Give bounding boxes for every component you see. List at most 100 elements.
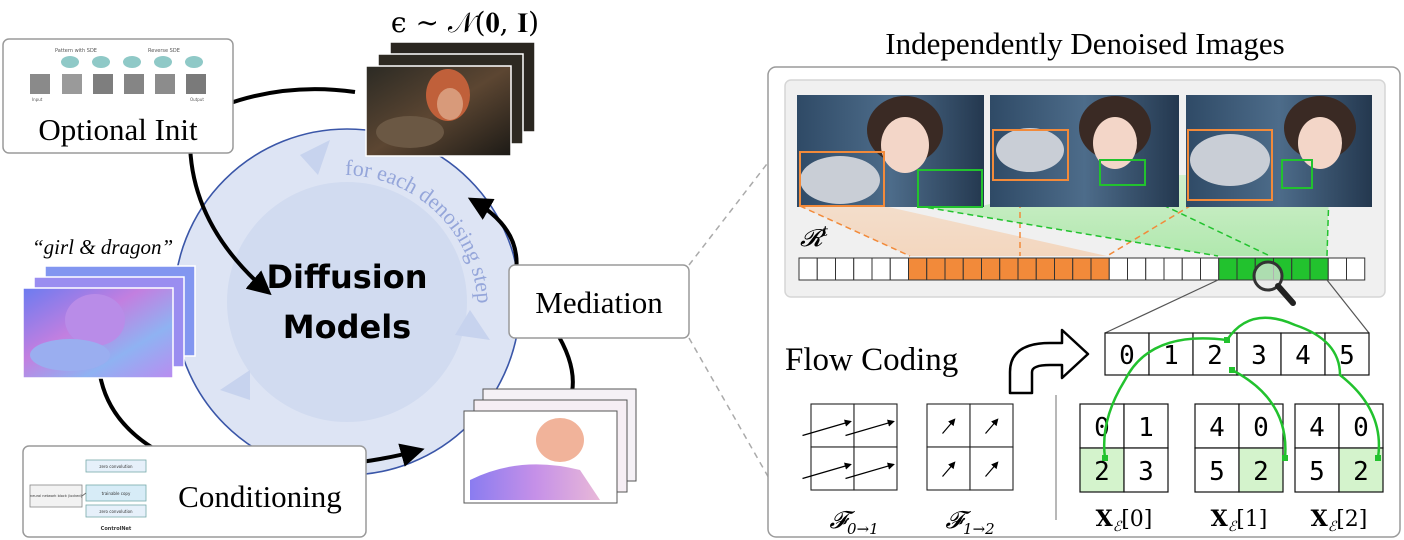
flow-vector: [942, 418, 956, 434]
token-cell: [816, 257, 836, 281]
code-cell-label: 0: [1094, 413, 1110, 443]
prompt-text: “girl & dragon”: [32, 235, 173, 259]
code-cell: [1123, 447, 1169, 493]
noise-image-stack: [365, 41, 536, 157]
flow-vector: [845, 419, 895, 437]
flow-cell: [969, 403, 1014, 448]
curved-arrow-icon: [1008, 328, 1090, 395]
diffusion-inner-ring: [227, 182, 467, 422]
token-cell: [853, 257, 873, 281]
token-cell: [981, 257, 1001, 281]
init-thumb-output-text: Output: [190, 97, 204, 102]
orange-dash: [1106, 199, 1201, 257]
top-cell-label: 4: [1295, 341, 1311, 371]
denoised-image-2: [1186, 95, 1372, 207]
flow-cell: [926, 446, 971, 491]
conditioning-label: Conditioning: [178, 479, 342, 514]
token-cell: [798, 257, 818, 281]
token-cell: [1346, 257, 1366, 281]
code-cell: [1079, 447, 1125, 493]
top-cell: [1104, 332, 1150, 376]
flow-vector: [802, 462, 852, 480]
orange-dash: [799, 205, 911, 257]
zoom-line-bottom: [688, 337, 771, 481]
loop-arrow-shape: [220, 370, 250, 400]
flow-grid: [802, 403, 898, 491]
loop-arrow-shape: [455, 310, 490, 340]
token-cell: [944, 257, 964, 281]
top-cell: [1236, 332, 1282, 376]
top-cell-label: 5: [1339, 341, 1355, 371]
diffusion-title-line1: Diffusion: [266, 258, 427, 296]
denoised-image-0: [797, 95, 984, 208]
init-arrow: [188, 139, 272, 296]
token-cell: [1309, 257, 1329, 281]
cn-zero-bottom-text: zero convolution: [99, 509, 133, 514]
normal-map-stack: [22, 265, 196, 379]
zoom-line-left: [1104, 279, 1219, 334]
token-cell: [1035, 257, 1055, 281]
token-cell: [1218, 257, 1238, 281]
flow-vector: [985, 418, 999, 434]
denoised-image-1: [990, 95, 1179, 207]
mediation-box[interactable]: Mediation: [508, 264, 690, 339]
zoom-line-top: [688, 159, 771, 266]
green-dash: [917, 205, 1219, 257]
token-cell: [1291, 257, 1311, 281]
token-cell: [926, 257, 946, 281]
token-cell: [999, 257, 1019, 281]
flow-grid: [926, 403, 1014, 491]
token-cell: [1327, 257, 1347, 281]
token-cell: [1072, 257, 1092, 281]
token-cell: [1145, 257, 1165, 281]
token-cell: [908, 257, 928, 281]
optional-init-label: Optional Init: [38, 112, 198, 147]
code-cell-label: 5: [1309, 457, 1325, 487]
code-cell-label: 2: [1094, 457, 1110, 487]
magnifier-icon: [1252, 260, 1296, 306]
token-cell: [962, 257, 982, 281]
optional-init-box[interactable]: Pattern with SDE Reverse SDE Input Outpu…: [2, 38, 234, 154]
code-cell-label: 1: [1138, 413, 1154, 443]
code-grid-label: 𝐗ℰ[1]: [1211, 506, 1268, 535]
code-cell: [1294, 403, 1340, 449]
noise-label: ϵ ∼ 𝒩(𝟎, 𝐈): [391, 6, 539, 39]
top-cell-label: 0: [1119, 341, 1135, 371]
top-cell-label: 3: [1251, 341, 1267, 371]
controlnet-thumbnail: [29, 459, 147, 518]
code-cell-label: 2: [1253, 457, 1269, 487]
init-thumb-input-text: Input: [32, 97, 43, 102]
flow-cell: [853, 446, 898, 491]
flow-cell: [810, 403, 855, 448]
flow-image-stack: [463, 388, 637, 504]
flow-coding-label: Flow Coding: [785, 342, 958, 378]
diffusion-title-line2: Models: [283, 308, 411, 346]
panel-title: Independently Denoised Images: [885, 26, 1284, 61]
init-thumb-left-text: Pattern with SDE: [55, 48, 97, 54]
token-cell: [1163, 257, 1183, 281]
conditioning-box[interactable]: zero convolution trainable copy zero con…: [22, 445, 367, 538]
token-cell: [835, 257, 855, 281]
code-cell-label: 4: [1309, 413, 1325, 443]
code-cell: [1238, 447, 1284, 493]
token-cell: [1017, 257, 1037, 281]
top-cell-label: 2: [1207, 341, 1223, 371]
code-cell-label: 2: [1353, 457, 1369, 487]
flow-cell: [853, 403, 898, 448]
loop-arrow-shape: [300, 140, 330, 175]
orange-projection: [800, 206, 1107, 256]
zoom-line-right: [1326, 279, 1370, 334]
green-arcs: [1102, 316, 1381, 461]
code-grid-label: 𝐗ℰ[0]: [1096, 506, 1153, 535]
cn-copy-text: trainable copy: [102, 491, 131, 496]
token-cell: [871, 257, 891, 281]
region-label: 𝓡t: [800, 224, 828, 252]
code-cell-label: 0: [1253, 413, 1269, 443]
token-cell: [1054, 257, 1074, 281]
